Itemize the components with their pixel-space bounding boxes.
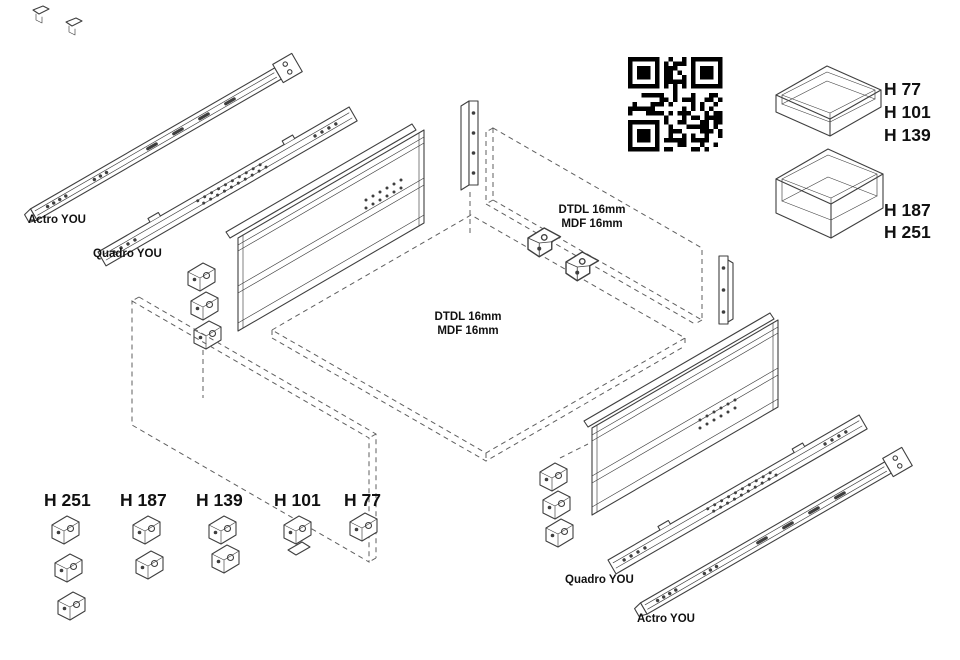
rear-panel-bracket-1 xyxy=(527,227,562,258)
bracket-label-h77: H 77 xyxy=(344,490,381,510)
front-bracket-h139-stack xyxy=(208,515,240,574)
height-label-h101: H 101 xyxy=(884,102,931,122)
front-bracket-stack-left xyxy=(187,262,222,350)
drawer-front-phantom xyxy=(131,296,377,563)
height-label-h139: H 139 xyxy=(884,125,931,145)
height-label-h251: H 251 xyxy=(884,222,931,242)
drawer-side-panel-left xyxy=(237,129,425,332)
rear-panel-bracket-2 xyxy=(565,251,600,282)
front-bracket-h77-stack xyxy=(349,512,378,542)
height-label-h77: H 77 xyxy=(884,79,921,99)
back-panel-label-line1: DTDL 16mm xyxy=(559,204,626,216)
runner-actro-top xyxy=(21,52,303,229)
bracket-label-h101: H 101 xyxy=(274,490,321,510)
back-panel-label-line2: MDF 16mm xyxy=(561,218,622,230)
height-label-h187: H 187 xyxy=(884,200,931,220)
drawer-box-deep xyxy=(775,148,884,239)
gallery-rail-right xyxy=(583,312,775,428)
drawer-box-shallow xyxy=(775,65,882,137)
drawer-side-panel-right xyxy=(591,319,779,516)
drawer-back-panel: DTDL 16mm MDF 16mm xyxy=(485,127,703,325)
rear-bracket-stack-right xyxy=(539,462,574,548)
label-actro-bottom: Actro YOU xyxy=(637,613,695,625)
qr-code xyxy=(626,55,725,154)
bottom-panel-label-line2: MDF 16mm xyxy=(437,325,498,337)
bracket-label-h187: H 187 xyxy=(120,490,167,510)
label-actro-top: Actro YOU xyxy=(28,214,86,226)
bottom-panel-label-line1: DTDL 16mm xyxy=(435,311,502,323)
bracket-label-h139: H 139 xyxy=(196,490,243,510)
bracket-label-h251: H 251 xyxy=(44,490,91,510)
drawer-bottom-panel: DTDL 16mm MDF 16mm xyxy=(270,214,687,462)
label-quadro-top: Quadro YOU xyxy=(93,248,162,260)
back-panel-connector-left xyxy=(460,100,479,191)
label-quadro-bottom: Quadro YOU xyxy=(565,574,634,586)
mounting-clip-icons xyxy=(32,5,83,36)
assembly-guide-lines xyxy=(202,192,589,459)
front-bracket-h251-stack xyxy=(51,515,86,621)
gallery-rail-left xyxy=(225,123,417,239)
front-bracket-h187-stack xyxy=(132,515,164,580)
front-bracket-h101-stack xyxy=(283,515,312,556)
back-panel-connector-right xyxy=(718,255,734,325)
